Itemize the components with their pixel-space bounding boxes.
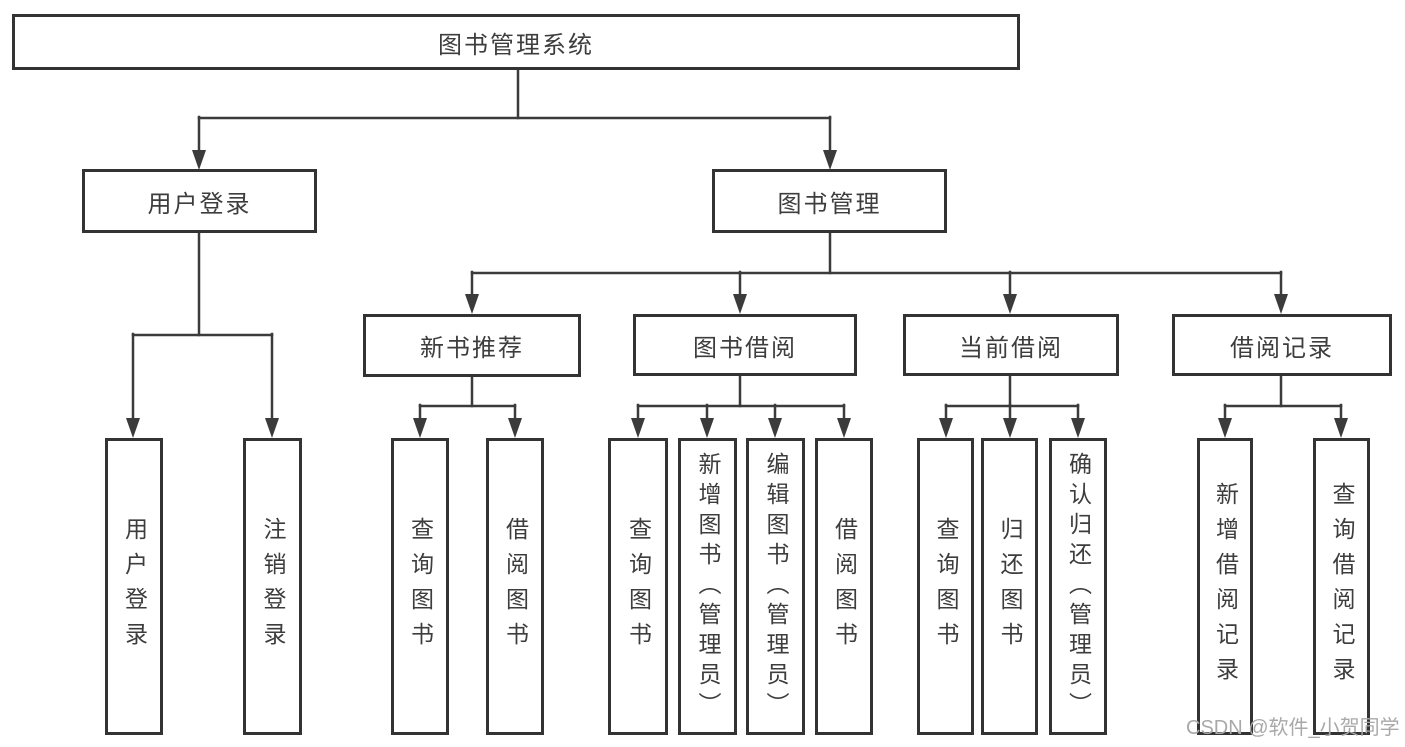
leaf-borrow-books-recommend: 借阅图书 xyxy=(486,438,544,735)
leaf-user-login: 用户登录 xyxy=(105,438,163,735)
arrowheads xyxy=(126,150,1348,438)
node-book-management: 图书管理 xyxy=(712,169,947,233)
node-current-borrowing: 当前借阅 xyxy=(903,314,1119,376)
leaf-label: 用户登录 xyxy=(121,516,148,657)
leaf-label: 查询图书 xyxy=(407,516,434,657)
node-label: 图书借阅 xyxy=(693,334,797,362)
leaf-label: 借阅图书 xyxy=(831,516,858,657)
node-label: 图书管理系统 xyxy=(438,31,594,59)
node-borrowing-records: 借阅记录 xyxy=(1172,314,1392,376)
leaf-label: 新增借阅记录 xyxy=(1212,481,1239,692)
leaf-label: 查询借阅记录 xyxy=(1329,481,1355,692)
leaf-return-books: 归还图书 xyxy=(981,438,1038,735)
node-label: 借阅记录 xyxy=(1230,334,1334,362)
leaf-query-borrow-record: 查询借阅记录 xyxy=(1313,438,1370,735)
leaf-logout: 注销登录 xyxy=(243,438,302,735)
leaf-label: 查询图书 xyxy=(625,516,652,657)
connector-borrowing-records xyxy=(1223,374,1343,422)
connector-current-borrowing xyxy=(944,374,1080,422)
node-label: 新书推荐 xyxy=(420,335,524,362)
leaf-label: 新增图书（管理员） xyxy=(695,451,721,722)
leaf-label: 确认归还（管理员） xyxy=(1065,451,1092,722)
leaf-edit-books-admin: 编辑图书（管理员） xyxy=(746,438,805,735)
leaf-label: 编辑图书（管理员） xyxy=(763,451,789,722)
leaf-query-books-recommend: 查询图书 xyxy=(391,438,449,735)
node-label: 用户登录 xyxy=(147,190,252,218)
connector-new-book-recommendation xyxy=(418,375,517,422)
leaf-confirm-return-admin: 确认归还（管理员） xyxy=(1049,438,1107,735)
node-book-borrowing: 图书借阅 xyxy=(633,314,857,376)
connector-book-management xyxy=(470,231,1283,298)
node-label: 图书管理 xyxy=(777,190,882,218)
leaf-label: 查询图书 xyxy=(933,516,959,657)
leaf-add-books-admin: 新增图书（管理员） xyxy=(678,438,737,735)
connector-user-login xyxy=(131,231,274,422)
leaf-query-books-current: 查询图书 xyxy=(917,438,974,735)
connector-book-borrowing xyxy=(636,374,846,422)
leaf-add-borrow-record: 新增借阅记录 xyxy=(1197,438,1253,735)
node-user-login: 用户登录 xyxy=(82,169,317,233)
connector-root xyxy=(197,68,832,154)
leaf-borrow-books-borrow: 借阅图书 xyxy=(815,438,873,735)
node-new-book-recommendation: 新书推荐 xyxy=(363,314,581,377)
node-label: 当前借阅 xyxy=(959,334,1063,362)
leaf-label: 借阅图书 xyxy=(502,516,529,657)
leaf-label: 注销登录 xyxy=(260,516,286,657)
csdn-watermark: CSDN @软件_小贺同学 xyxy=(1186,717,1400,739)
node-library-management-system: 图书管理系统 xyxy=(12,14,1020,70)
leaf-label: 归还图书 xyxy=(997,516,1023,657)
leaf-query-books-borrow: 查询图书 xyxy=(608,438,668,735)
